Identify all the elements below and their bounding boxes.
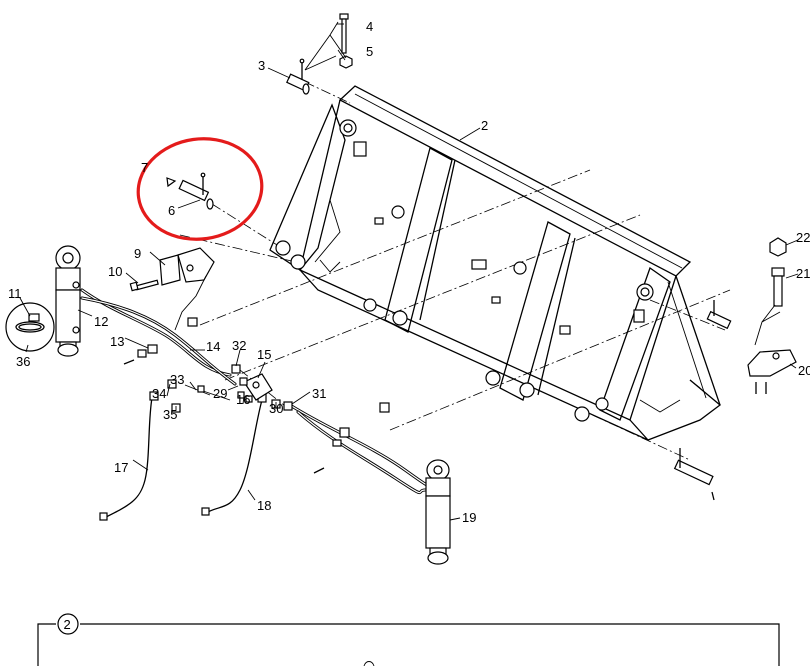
callout-4: 4 — [366, 19, 373, 34]
bolt-10[interactable] — [129, 279, 159, 292]
cylinder-12[interactable] — [55, 245, 81, 357]
pin-bottom[interactable] — [673, 448, 715, 501]
callout-7: 7 — [141, 160, 148, 175]
valve-block-15[interactable] — [243, 373, 273, 401]
callout-21: 21 — [796, 266, 810, 281]
pin-right[interactable] — [706, 300, 732, 330]
detail-panel: 2 — [37, 613, 780, 666]
callout-10: 10 — [108, 264, 122, 279]
callout-29: 29 — [213, 386, 227, 401]
seal-kit-36[interactable] — [5, 302, 55, 352]
fitting-11[interactable] — [28, 313, 40, 322]
callout-19: 19 — [462, 510, 476, 525]
pin-3[interactable] — [286, 58, 310, 95]
highlight-circle — [136, 137, 264, 241]
svg-text:2: 2 — [64, 617, 71, 632]
callout-6: 6 — [168, 203, 175, 218]
hose-18[interactable] — [201, 393, 267, 516]
bucket-assembly[interactable] — [269, 85, 722, 441]
callout-15: 15 — [257, 347, 271, 362]
tooth-20[interactable] — [747, 349, 797, 394]
callout-36: 36 — [16, 354, 30, 369]
callout-35: 35 — [163, 407, 177, 422]
callout-labels: 2 3 4 5 6 7 9 10 11 12 13 14 15 16 17 18… — [8, 19, 810, 525]
callout-22: 22 — [796, 230, 810, 245]
callout-9: 9 — [134, 246, 141, 261]
pin-6[interactable] — [178, 179, 214, 210]
callout-13: 13 — [110, 334, 124, 349]
detail-tag: 2 — [57, 613, 79, 635]
hose-clamps[interactable] — [137, 317, 390, 447]
hose-14[interactable] — [80, 296, 237, 386]
bracket-9[interactable] — [159, 247, 215, 286]
fittings-29-34[interactable] — [167, 364, 293, 413]
small-bolts[interactable] — [123, 359, 325, 474]
callout-2: 2 — [481, 118, 488, 133]
bolt-21[interactable] — [771, 267, 785, 307]
callout-30: 30 — [269, 401, 283, 416]
callout-34: 34 — [152, 386, 166, 401]
hose-right[interactable] — [288, 403, 432, 495]
callout-17: 17 — [114, 460, 128, 475]
callout-18: 18 — [257, 498, 271, 513]
callout-11: 11 — [8, 286, 22, 301]
callout-20: 20 — [798, 363, 810, 378]
leader-lines — [19, 23, 799, 521]
callout-12: 12 — [94, 314, 108, 329]
nut-5[interactable] — [339, 55, 353, 69]
callout-5: 5 — [366, 44, 373, 59]
hose-13[interactable] — [80, 288, 232, 377]
hose-17[interactable] — [99, 391, 159, 521]
bolt-7[interactable] — [166, 172, 206, 195]
callout-31: 31 — [312, 386, 326, 401]
nut-22[interactable] — [769, 237, 787, 257]
callout-3: 3 — [258, 58, 265, 73]
callout-32: 32 — [232, 338, 246, 353]
callout-14: 14 — [206, 339, 220, 354]
callout-33: 33 — [170, 372, 184, 387]
bolt-4[interactable] — [339, 13, 349, 54]
cylinder-19[interactable] — [425, 459, 451, 565]
callout-16: 16 — [236, 392, 250, 407]
